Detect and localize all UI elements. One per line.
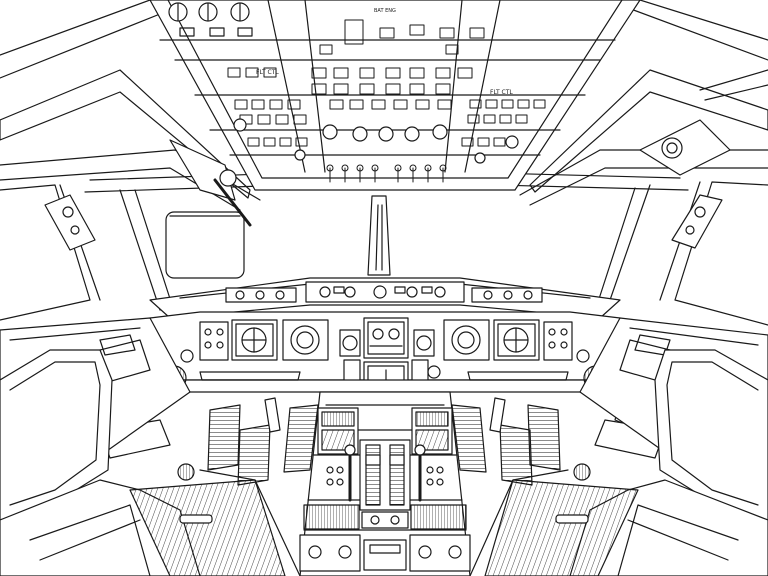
- overhead-toggle-row[interactable]: [326, 164, 447, 183]
- cockpit-floor: [199, 469, 569, 576]
- main-instrument-panel: [149, 311, 621, 405]
- rmp-left[interactable]: [299, 534, 361, 572]
- overhead-label-left: FLT CTL: [256, 69, 279, 76]
- first-officer-seat: [484, 349, 768, 576]
- sun-visor-left[interactable]: [165, 211, 245, 279]
- cockpit-frame: [0, 0, 768, 326]
- overhead-switch-grid[interactable]: [227, 19, 546, 147]
- rudder-pedals-left[interactable]: [207, 397, 319, 486]
- center-pedestal: [299, 391, 471, 576]
- overhead-label-top: BAT ENG: [374, 8, 396, 14]
- overhead-label-right: FLT CTL: [490, 89, 513, 96]
- captain-seat: [0, 349, 286, 576]
- overhead-knobs-middle[interactable]: [233, 118, 519, 164]
- overhead-knob-row[interactable]: [168, 2, 253, 37]
- rudder-pedals-right[interactable]: [451, 397, 561, 486]
- ecam-upper: [363, 317, 409, 359]
- rmp-right[interactable]: [409, 534, 471, 572]
